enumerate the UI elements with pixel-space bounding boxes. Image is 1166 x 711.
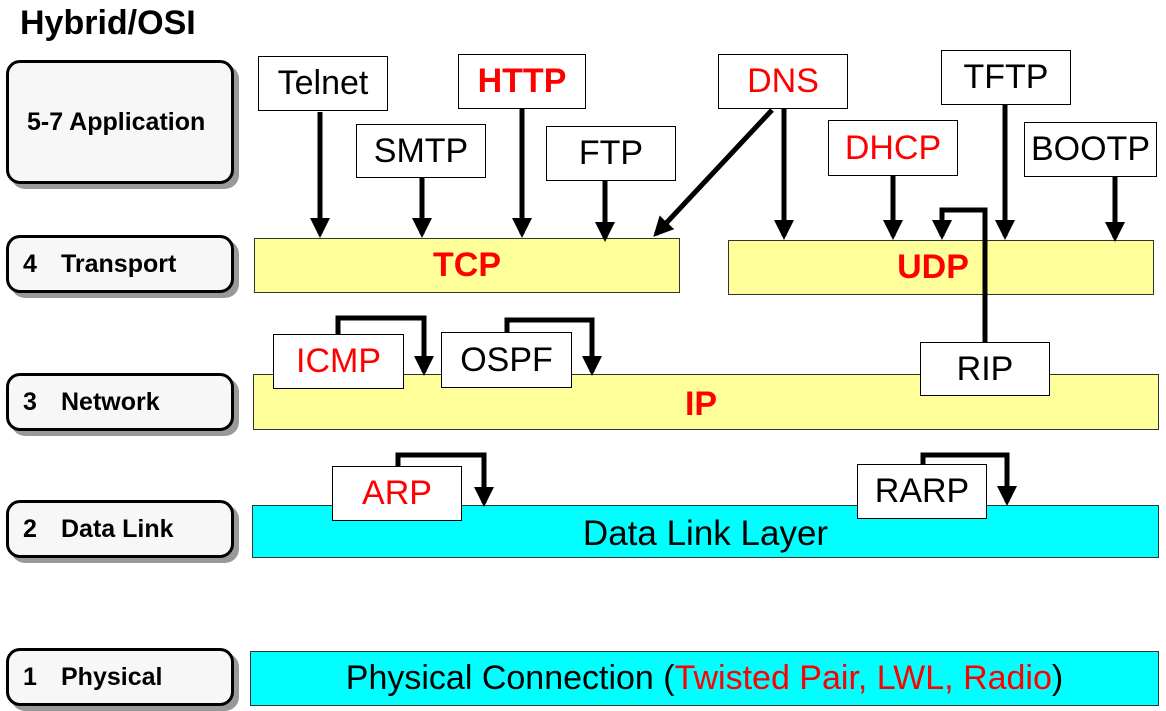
layer-network-label: Network xyxy=(61,387,160,416)
icmp-box: ICMP xyxy=(273,334,404,389)
ip-label: IP xyxy=(684,384,718,423)
ospf-arrow xyxy=(504,317,602,376)
tftp-box: TFTP xyxy=(941,50,1071,105)
layer-datalink-number: 2 xyxy=(23,514,37,543)
ftp-box: FTP xyxy=(546,126,676,181)
physical-bar-label: Physical Connection (Twisted Pair, LWL, … xyxy=(346,659,1063,698)
physical-media: Twisted Pair, LWL, Radio xyxy=(674,659,1052,697)
layer-datalink: 2 Data Link xyxy=(6,500,234,558)
page-title: Hybrid/OSI xyxy=(20,4,196,42)
bootp-box: BOOTP xyxy=(1024,122,1157,177)
http-box: HTTP xyxy=(458,54,586,109)
layer-transport: 4 Transport xyxy=(6,235,234,293)
ospf-box: OSPF xyxy=(441,332,572,388)
layer-physical: 1 Physical xyxy=(6,648,234,706)
tcp-bar: TCP xyxy=(254,238,680,293)
udp-label: UDP xyxy=(897,248,969,286)
smtp-box: SMTP xyxy=(356,124,486,178)
datalink-bar-label: Data Link Layer xyxy=(582,513,829,553)
physical-bar-suffix: ) xyxy=(1051,659,1064,697)
udp-bar: UDP xyxy=(728,240,1154,295)
layer-application-label: 5-7 Application xyxy=(27,107,206,136)
rarp-arrow xyxy=(920,452,1017,506)
rip-box: RIP xyxy=(920,342,1050,396)
dns-tcp-arrow xyxy=(653,108,774,237)
rip-arrow xyxy=(932,207,988,342)
layer-physical-label: Physical xyxy=(61,662,163,691)
physical-bar: Physical Connection (Twisted Pair, LWL, … xyxy=(250,651,1159,706)
physical-bar-prefix: Physical Connection ( xyxy=(345,659,675,697)
arp-box: ARP xyxy=(332,466,462,521)
layer-network: 3 Network xyxy=(6,373,234,431)
layer-physical-number: 1 xyxy=(23,662,37,691)
layer-transport-label: Transport xyxy=(61,249,177,278)
dns-box: DNS xyxy=(718,54,848,109)
telnet-box: Telnet xyxy=(258,56,388,111)
arp-arrow xyxy=(395,452,494,507)
icmp-arrow xyxy=(335,315,434,376)
layer-transport-number: 4 xyxy=(23,249,37,278)
layer-application: 5-7 Application xyxy=(6,60,234,184)
layer-network-number: 3 xyxy=(23,387,37,416)
tcp-label: TCP xyxy=(433,246,501,284)
layer-datalink-label: Data Link xyxy=(61,514,174,543)
dhcp-box: DHCP xyxy=(828,120,958,176)
rarp-box: RARP xyxy=(857,464,987,519)
